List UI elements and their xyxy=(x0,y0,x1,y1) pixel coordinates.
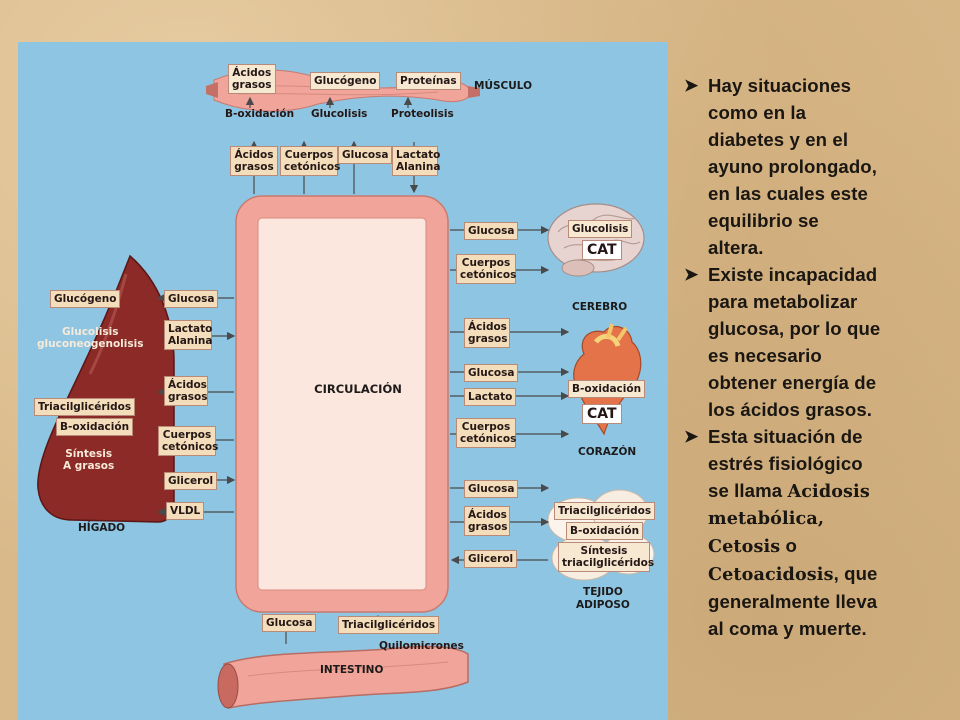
intestine-link-triacylglycerides: Triacilglicéridos xyxy=(338,616,440,634)
brain-link-glucose: Glucosa xyxy=(464,222,519,240)
arrow-bullet-icon: ➤ xyxy=(684,265,699,284)
adipose-link-fatty-acids: Ácidos grasos xyxy=(464,506,510,536)
adipose-link-glucose: Glucosa xyxy=(464,480,519,498)
muscle-input-lactate-alanine: Lactato Alanina xyxy=(392,146,440,176)
adipose-triacylglycerides: Triacilglicéridos xyxy=(554,502,656,520)
heart-label: CORAZÓN xyxy=(578,446,637,458)
circulation-label: CIRCULACIÓN xyxy=(314,382,402,396)
bullet-line: estrés fisiológico xyxy=(708,453,863,474)
arrow-bullet-icon: ➤ xyxy=(684,427,699,446)
bullet-text: , que xyxy=(833,563,878,584)
term-ketoacidosis: Cetoacidosis xyxy=(708,564,834,585)
liver-link-ketone-bodies: Cuerpos cetónicos xyxy=(158,426,218,456)
bullet-line: al coma y muerte. xyxy=(708,618,867,639)
intestine-link-chylomicrons: Quilomicrones xyxy=(379,640,464,652)
bullet-item: ➤ Existe incapacidad para metabolizar gl… xyxy=(684,261,954,423)
bullet-text: o xyxy=(780,535,797,556)
muscle-input-ketone-bodies: Cuerpos cetónicos xyxy=(280,146,340,176)
bullet-line: equilibrio se xyxy=(708,210,819,231)
liver-link-vldl: VLDL xyxy=(166,502,205,520)
muscle-band-proteins: Proteínas xyxy=(396,72,461,90)
bullet-line: como en la xyxy=(708,102,807,123)
liver-triacylglycerides: Triacilglicéridos xyxy=(34,398,136,416)
term-metabolic: metabólica, xyxy=(708,508,825,529)
term-ketosis: Cetosis xyxy=(708,536,781,557)
bullet-line: Esta situación de xyxy=(708,426,863,447)
bullet-line: para metabolizar xyxy=(708,291,858,312)
intestine-shape xyxy=(217,645,469,709)
liver-glycogen: Glucógeno xyxy=(50,290,121,308)
bullet-line: ayuno prolongado, xyxy=(708,156,878,177)
bullet-line: Existe incapacidad xyxy=(708,264,878,285)
brain-cat: CAT xyxy=(582,240,622,260)
heart-cat: CAT xyxy=(582,404,622,424)
bullet-line: obtener energía de xyxy=(708,372,877,393)
bullet-list: ➤ Hay situaciones como en la diabetes y … xyxy=(684,72,954,642)
muscle-input-glucose: Glucosa xyxy=(338,146,393,164)
muscle-process-beta-oxidation: B-oxidación xyxy=(225,108,295,120)
muscle-band-fatty-acids: Ácidos grasos xyxy=(228,64,276,94)
bullet-line: diabetes y en el xyxy=(708,129,849,150)
brain-label: CEREBRO xyxy=(572,301,628,313)
intestine-link-glucose: Glucosa xyxy=(262,614,317,632)
bullet-line: Hay situaciones xyxy=(708,75,852,96)
heart-beta-oxidation: B-oxidación xyxy=(568,380,646,398)
term-acidosis: Acidosis xyxy=(787,481,870,502)
bullet-line: Cetoacidosis, que xyxy=(708,560,954,588)
bullet-line: en las cuales este xyxy=(708,183,868,204)
vessel-loop xyxy=(235,195,449,613)
bullet-item: ➤ Hay situaciones como en la diabetes y … xyxy=(684,72,954,261)
bullet-line: generalmente lleva xyxy=(708,591,878,612)
metabolism-diagram: Ácidos grasos Glucógeno Proteínas MÚSCUL… xyxy=(18,42,668,720)
liver-link-glycerol: Glicerol xyxy=(164,472,218,490)
liver-glycolysis: Glucolisis gluconeogenolisis xyxy=(37,326,144,350)
adipose-label-line2: ADIPOSO xyxy=(576,599,630,611)
heart-link-lactate: Lactato xyxy=(464,388,517,406)
muscle-input-fatty-acids: Ácidos grasos xyxy=(230,146,278,176)
muscle-band-glycogen: Glucógeno xyxy=(310,72,381,90)
brain-glycolysis: Glucolisis xyxy=(568,220,633,238)
adipose-beta-oxidation: B-oxidación xyxy=(566,522,644,540)
heart-link-ketone-bodies: Cuerpos cetónicos xyxy=(456,418,516,448)
liver-link-lactate-alanine: Lactato Alanina xyxy=(164,320,212,350)
bullet-line: Cetosis o xyxy=(708,532,954,560)
bullet-line: los ácidos grasos. xyxy=(708,399,873,420)
bullet-line: se llama Acidosis xyxy=(708,477,954,505)
bullet-item: ➤ Esta situación de estrés fisiológico s… xyxy=(684,423,954,642)
liver-label: HÍGADO xyxy=(78,522,126,534)
adipose-synthesis: Síntesis triacilglicéridos xyxy=(558,542,654,572)
muscle-process-proteolysis: Proteolisis xyxy=(391,108,454,120)
bullet-text: se llama xyxy=(708,480,788,501)
heart-link-fatty-acids: Ácidos grasos xyxy=(464,318,510,348)
liver-fatty-acid-synthesis: Síntesis A grasos xyxy=(63,448,115,472)
bullet-line: glucosa, por lo que xyxy=(708,318,881,339)
bullet-line: altera. xyxy=(708,237,764,258)
liver-link-glucose: Glucosa xyxy=(164,290,219,308)
adipose-label: TEJIDO ADIPOSO xyxy=(576,586,630,612)
adipose-label-line1: TEJIDO xyxy=(583,586,623,598)
heart-link-glucose: Glucosa xyxy=(464,364,519,382)
arrow-bullet-icon: ➤ xyxy=(684,76,699,95)
liver-link-fatty-acids: Ácidos grasos xyxy=(164,376,208,406)
muscle-process-glycolysis: Glucolisis xyxy=(311,108,368,120)
muscle-label: MÚSCULO xyxy=(474,80,533,92)
bullet-line: es necesario xyxy=(708,345,822,366)
brain-link-ketone-bodies: Cuerpos cetónicos xyxy=(456,254,516,284)
adipose-link-glycerol: Glicerol xyxy=(464,550,518,568)
liver-beta-oxidation: B-oxidación xyxy=(56,418,134,436)
intestine-label: INTESTINO xyxy=(320,664,384,676)
